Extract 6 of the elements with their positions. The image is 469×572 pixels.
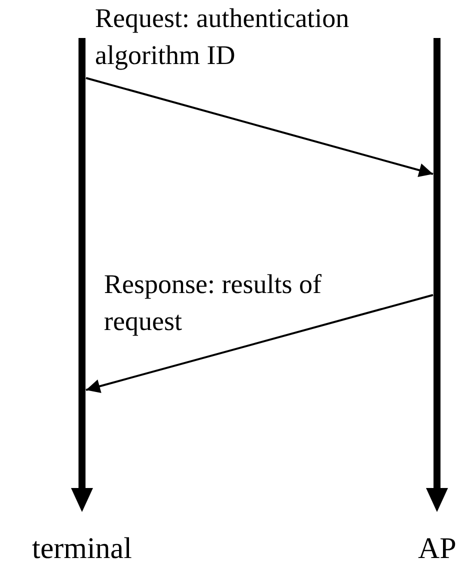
message-label: Response: results of request (104, 268, 322, 338)
message-arrow (86, 77, 434, 178)
participant-name: AP (418, 532, 456, 566)
message-label: Request: authentication algorithm ID (95, 2, 350, 72)
message-arrow (86, 294, 434, 394)
participant-name: terminal (32, 532, 132, 566)
